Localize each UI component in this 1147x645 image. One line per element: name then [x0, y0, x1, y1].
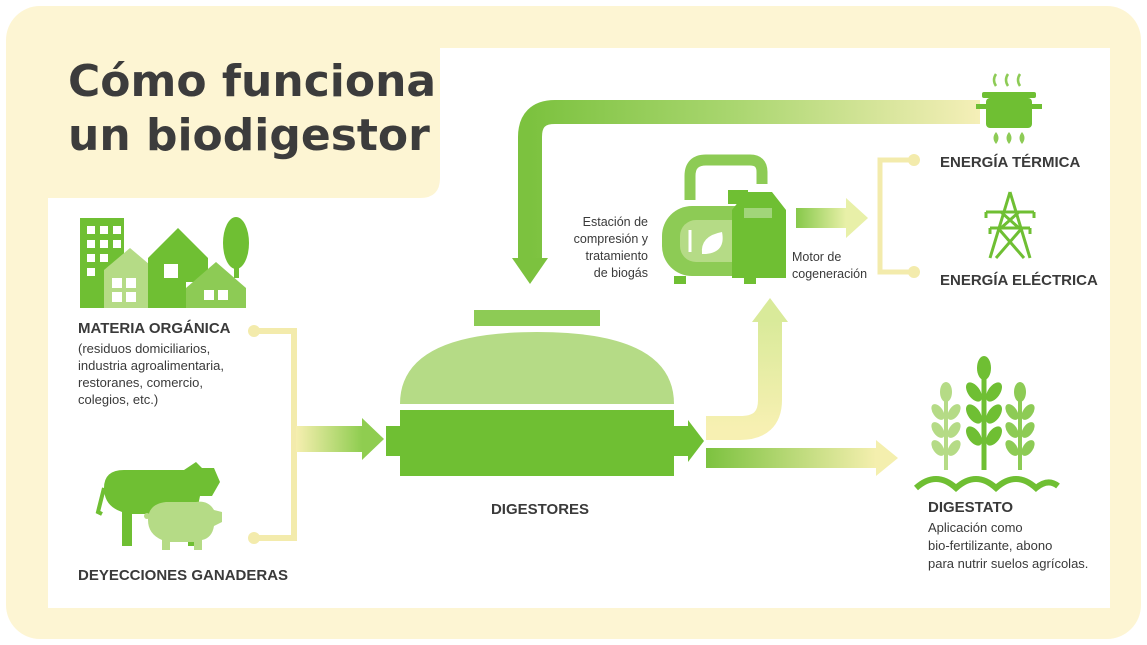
estacion-line-3: tratamiento	[585, 249, 648, 263]
deyecciones-heading: DEYECCIONES GANADERAS	[78, 567, 288, 584]
buildings-icon	[80, 218, 156, 308]
energy-branch	[877, 154, 920, 278]
materia-line-1: (residuos domiciliarios,	[78, 341, 210, 356]
input-arrow	[296, 418, 384, 460]
biogas-arrow	[706, 298, 788, 440]
cooking-pot-icon	[976, 73, 1042, 144]
cogeneration-motor-icon	[732, 192, 786, 278]
motor-line-1: Motor de	[792, 250, 841, 264]
digester-tank-icon	[386, 310, 704, 476]
house-icon	[148, 228, 246, 308]
materia-heading: MATERIA ORGÁNICA	[78, 320, 231, 337]
materia-line-2: industria agroalimentaria,	[78, 358, 224, 373]
return-arrow	[512, 100, 980, 284]
digestato-line-1: Aplicación como	[928, 520, 1023, 535]
materia-line-4: colegios, etc.)	[78, 392, 158, 407]
pig-icon	[144, 501, 222, 550]
title-line-2: un biodigestor	[68, 110, 430, 161]
digestato-line-2: bio-fertilizante, abono	[928, 538, 1052, 553]
estacion-line-1: Estación de	[583, 215, 648, 229]
digestato-arrow	[706, 440, 898, 476]
digestato-line-3: para nutrir suelos agrícolas.	[928, 556, 1088, 571]
digestato-heading: DIGESTATO	[928, 499, 1013, 516]
crops-icon	[913, 356, 1060, 493]
estacion-line-2: compresión y	[574, 232, 649, 246]
tree-icon	[223, 217, 249, 278]
estacion-line-4: de biogás	[594, 266, 648, 280]
digestores-label: DIGESTORES	[491, 501, 589, 518]
electric-tower-icon	[984, 191, 1036, 259]
motor-output-arrow	[796, 198, 868, 238]
input-connector	[248, 325, 297, 544]
termica-label: ENERGÍA TÉRMICA	[940, 154, 1080, 171]
electrica-label: ENERGÍA ELÉCTRICA	[940, 272, 1098, 289]
motor-line-2: cogeneración	[792, 267, 867, 281]
materia-line-3: restoranes, comercio,	[78, 375, 203, 390]
title-line-1: Cómo funciona	[68, 56, 436, 107]
